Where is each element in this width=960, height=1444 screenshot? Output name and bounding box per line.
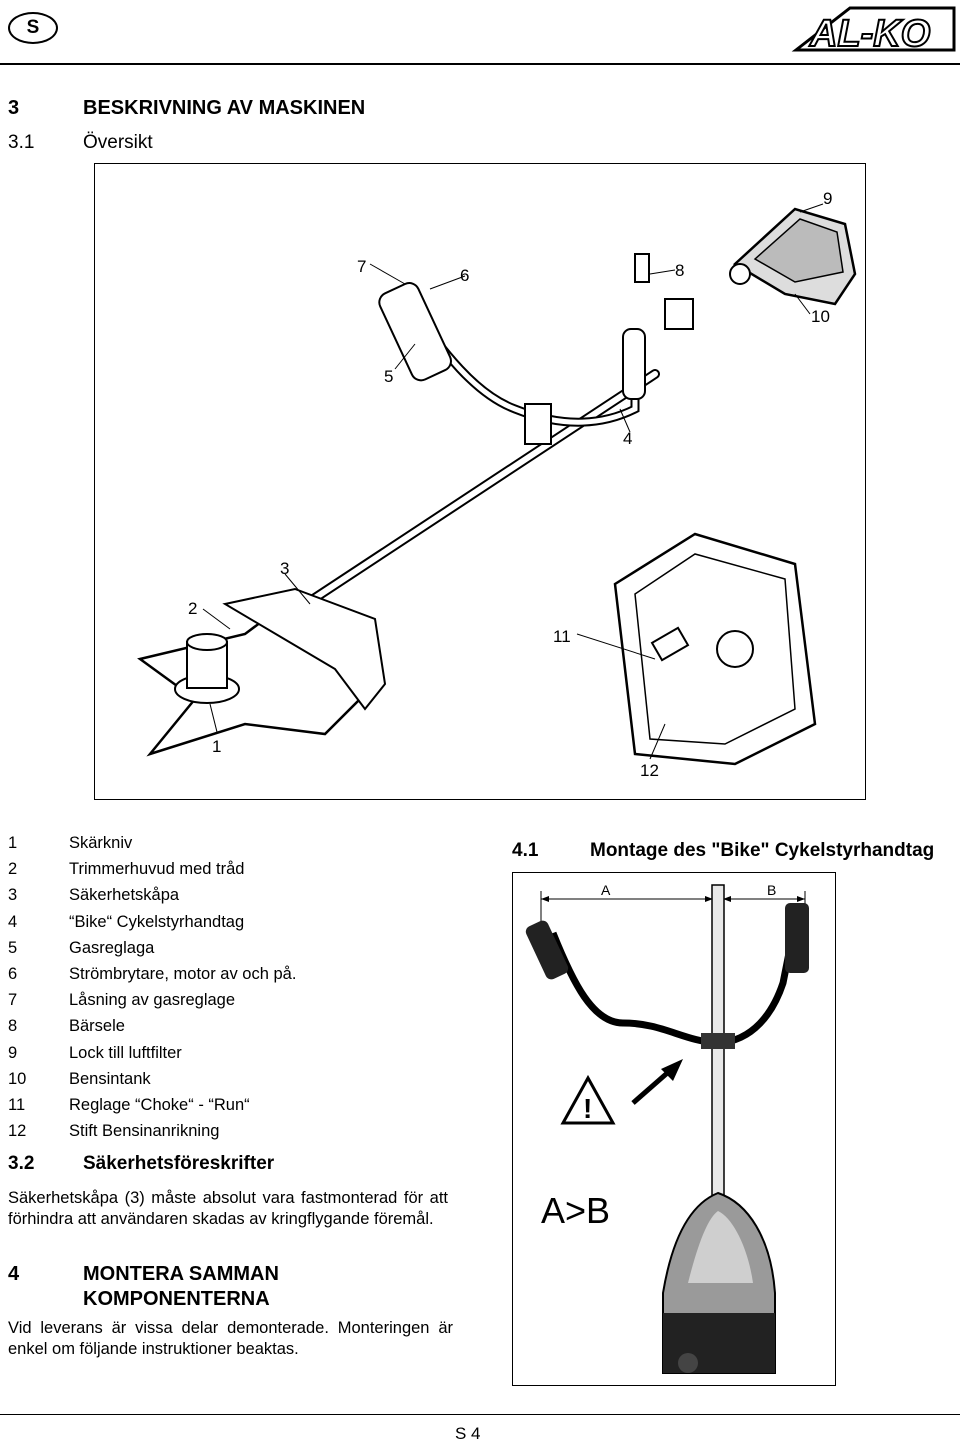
engine-unit bbox=[729, 207, 857, 306]
dimension-b-label: B bbox=[767, 882, 776, 898]
dimension-a-label: A bbox=[601, 882, 611, 898]
warning-icon-glyph: ! bbox=[583, 1093, 592, 1124]
page-number: S 4 bbox=[455, 1424, 481, 1443]
section-4-1-heading: 4.1 Montage des "Bike" Cykelstyrhandtag bbox=[512, 840, 934, 862]
callout-4: 4 bbox=[623, 429, 632, 448]
brand-logo-text: AL-KO bbox=[809, 13, 930, 55]
callout-3: 3 bbox=[280, 559, 289, 578]
warning-icon bbox=[560, 1074, 616, 1125]
section-3-number: 3 bbox=[8, 97, 20, 119]
callout-11: 11 bbox=[553, 627, 571, 646]
trimmer-drawing: 1 2 3 4 5 6 7 8 9 10 11 12 bbox=[137, 189, 857, 780]
callout-8: 8 bbox=[675, 261, 684, 280]
section-3-2-title: Säkerhetsföreskrifter bbox=[83, 1153, 275, 1174]
footer-rule bbox=[0, 1414, 960, 1415]
section-3-2-heading: 3.2 Säkerhetsföreskrifter bbox=[8, 1153, 274, 1175]
header-rule bbox=[0, 63, 960, 65]
callout-2: 2 bbox=[188, 599, 197, 618]
callout-5: 5 bbox=[384, 367, 393, 386]
cutting-head bbox=[137, 587, 387, 757]
section-4-title-line1: MONTERA SAMMAN bbox=[83, 1263, 279, 1285]
section-4-number: 4 bbox=[8, 1263, 20, 1285]
overview-figure: 1 2 3 4 5 6 7 8 9 10 11 12 bbox=[94, 163, 866, 800]
callout-7: 7 bbox=[357, 257, 366, 276]
bike-handle bbox=[378, 282, 646, 445]
section-4-heading: 4 MONTERA SAMMAN KOMPONENTERNA bbox=[8, 1262, 279, 1312]
section-3-1-number: 3.1 bbox=[8, 132, 35, 153]
section-3-2-number: 3.2 bbox=[8, 1153, 35, 1174]
handle-mount-drawing: A B ! A>B bbox=[525, 882, 809, 1374]
section-4-1-title: Montage des "Bike" Cykelstyrhandtag bbox=[590, 840, 935, 861]
legend-item: 4“Bike“ Cykelstyrhandtag bbox=[8, 912, 245, 931]
bike-handle-figure: A B ! A>B bbox=[512, 872, 836, 1386]
brand-logo: AL-KO bbox=[791, 6, 956, 56]
section-3-1-title: Översikt bbox=[83, 132, 153, 153]
section-3-title: BESKRIVNING AV MASKINEN bbox=[83, 97, 366, 119]
callout-9: 9 bbox=[823, 189, 832, 208]
section-4-1-number: 4.1 bbox=[512, 840, 539, 861]
section-3-heading: 3 BESKRIVNING AV MASKINEN bbox=[8, 97, 365, 120]
callout-leaders bbox=[202, 203, 824, 760]
callout-12: 12 bbox=[640, 761, 659, 780]
section-3-1-heading: 3.1 Översikt bbox=[8, 132, 153, 154]
section-3-2-text: Säkerhetskåpa (3) måste absolut vara fas… bbox=[8, 1189, 448, 1228]
carburetor-detail bbox=[613, 532, 817, 766]
section-4-text: Vid leverans är vissa delar demonterade.… bbox=[8, 1319, 453, 1358]
callout-1: 1 bbox=[212, 737, 221, 756]
callout-6: 6 bbox=[460, 266, 469, 285]
rule-label: A>B bbox=[541, 1190, 610, 1231]
section-4-title-line2: KOMPONENTERNA bbox=[83, 1288, 270, 1310]
callout-10: 10 bbox=[811, 307, 830, 326]
language-badge: S bbox=[8, 12, 58, 44]
